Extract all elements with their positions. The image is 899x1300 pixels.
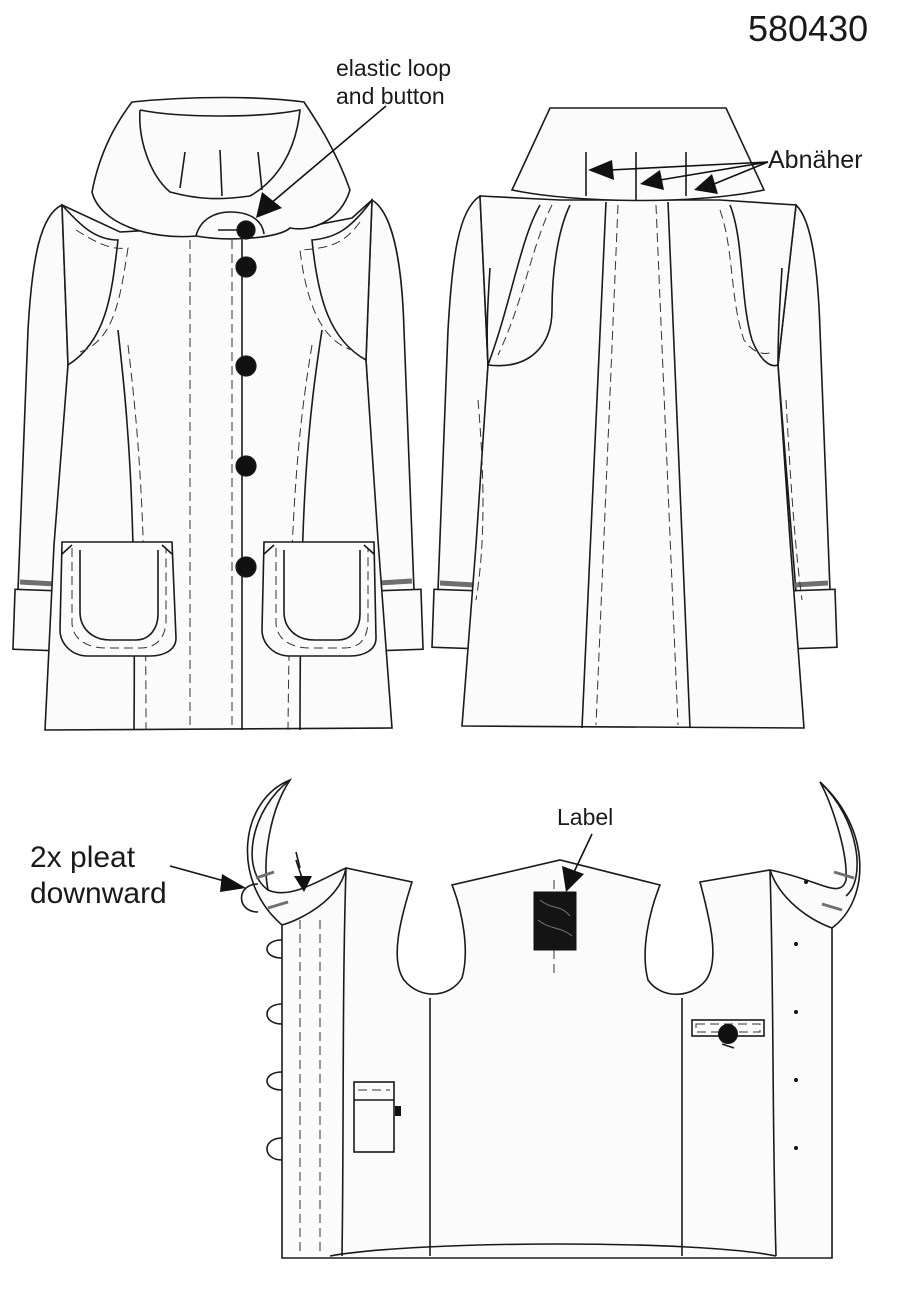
label-annotation: Label [557, 804, 614, 830]
flat-outline [246, 778, 861, 1259]
front-button-1 [236, 220, 256, 240]
back-body [461, 195, 805, 729]
elastic-loops [240, 883, 283, 1161]
front-left-cuff-band [19, 579, 56, 587]
back-left-sleeve [437, 194, 489, 593]
flat-layout [169, 778, 861, 1259]
front-buttons [235, 220, 257, 578]
front-button-4 [235, 455, 257, 477]
back-view [431, 107, 838, 729]
front-right-pocket [261, 541, 377, 657]
brand-label [533, 891, 577, 951]
darts-annotation: Abnäher [768, 146, 863, 174]
back-collar [510, 107, 766, 202]
front-button-3 [235, 355, 257, 377]
front-right-cuff-band [377, 578, 413, 586]
back-right-cuff-band [793, 580, 829, 588]
pleat-annotation: 2x pleat downward [30, 841, 167, 910]
front-button-5 [235, 556, 257, 578]
elastic-loop-annotation: elastic loop and button [336, 55, 452, 109]
front-button-2 [235, 256, 257, 278]
back-left-cuff-band [439, 580, 475, 588]
front-left-pocket [59, 541, 177, 657]
hanger-tab [691, 1019, 765, 1049]
pattern-number: 580430 [748, 8, 869, 49]
front-view [12, 96, 424, 731]
inner-pocket [353, 1081, 401, 1153]
back-right-cuff [792, 588, 838, 650]
